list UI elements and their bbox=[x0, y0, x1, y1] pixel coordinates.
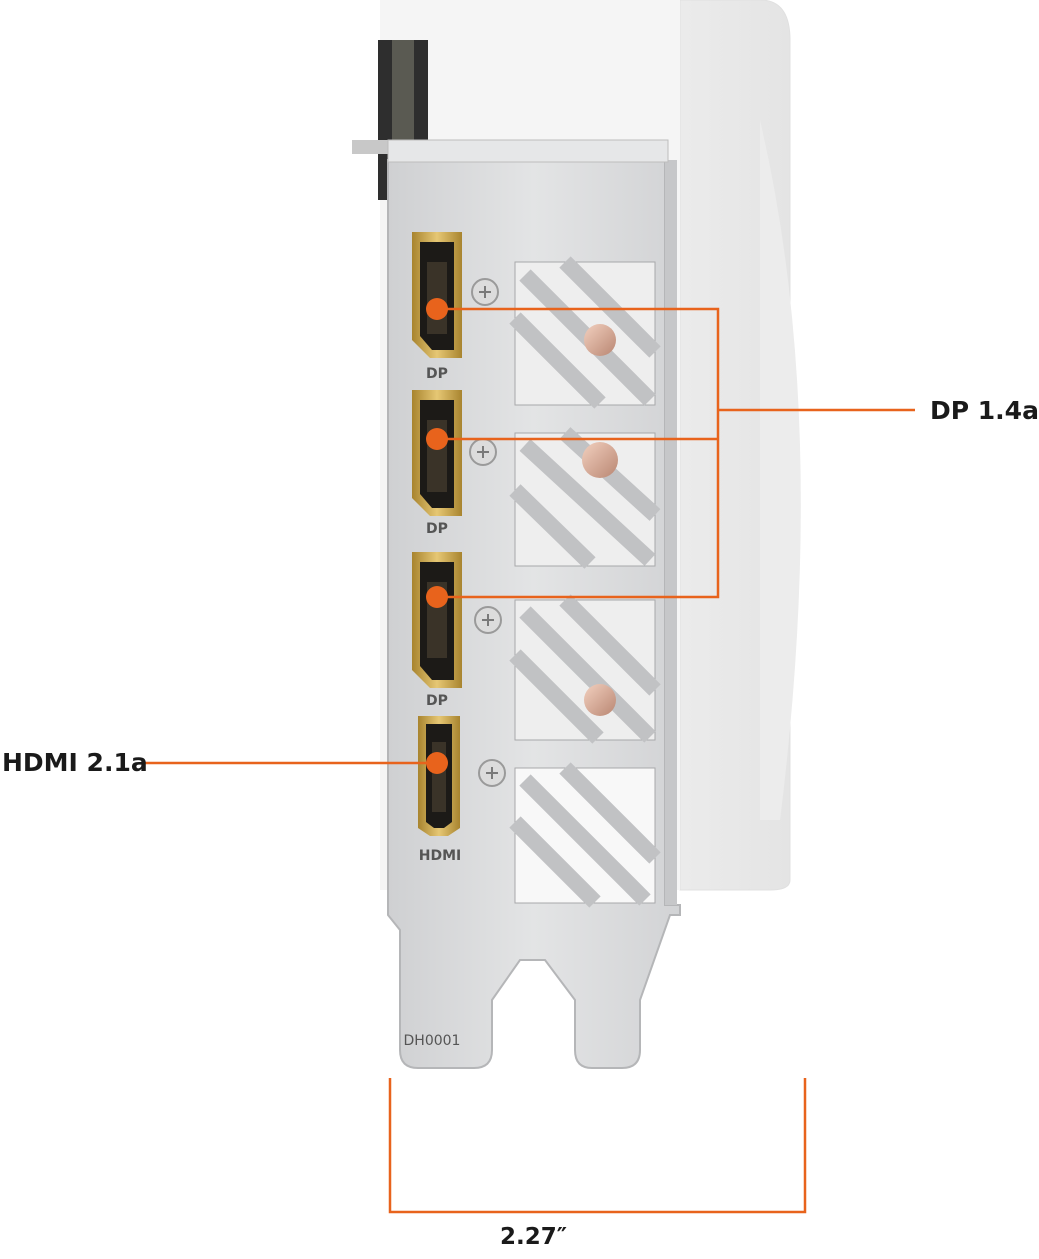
callout-dot-dp3 bbox=[426, 586, 448, 608]
heatpipe-3 bbox=[584, 684, 616, 716]
callout-dots bbox=[426, 298, 448, 774]
callout-lines bbox=[145, 307, 915, 765]
callout-dot-dp2 bbox=[426, 428, 448, 450]
callout-dot-dp1 bbox=[426, 298, 448, 320]
displayport-1: DP bbox=[412, 232, 462, 382]
displayport-2: DP bbox=[412, 390, 462, 537]
screw-icon bbox=[471, 278, 499, 306]
callout-dot-hdmi bbox=[426, 752, 448, 774]
bracket-stamp: DH0001 bbox=[404, 1033, 461, 1049]
heatpipe-2 bbox=[582, 442, 618, 478]
vent-slots bbox=[509, 256, 661, 908]
screw-icon bbox=[478, 759, 506, 787]
port-label-dp1: DP bbox=[426, 366, 448, 382]
dp-callout-bracket bbox=[437, 307, 720, 599]
hdmi-callout-label: HDMI 2.1a bbox=[2, 748, 148, 777]
screw-icon bbox=[474, 606, 502, 634]
port-label-dp3: DP bbox=[426, 693, 448, 709]
width-dimension-bracket bbox=[388, 1078, 807, 1214]
bracket-width-label: 2.27″ bbox=[500, 1224, 568, 1250]
dp-callout-label: DP 1.4a bbox=[930, 396, 1039, 425]
port-label-hdmi: HDMI bbox=[419, 848, 461, 864]
screw-icons bbox=[469, 278, 506, 787]
screw-icon bbox=[469, 438, 497, 466]
port-label-dp2: DP bbox=[426, 521, 448, 537]
heatpipe-1 bbox=[584, 324, 616, 356]
